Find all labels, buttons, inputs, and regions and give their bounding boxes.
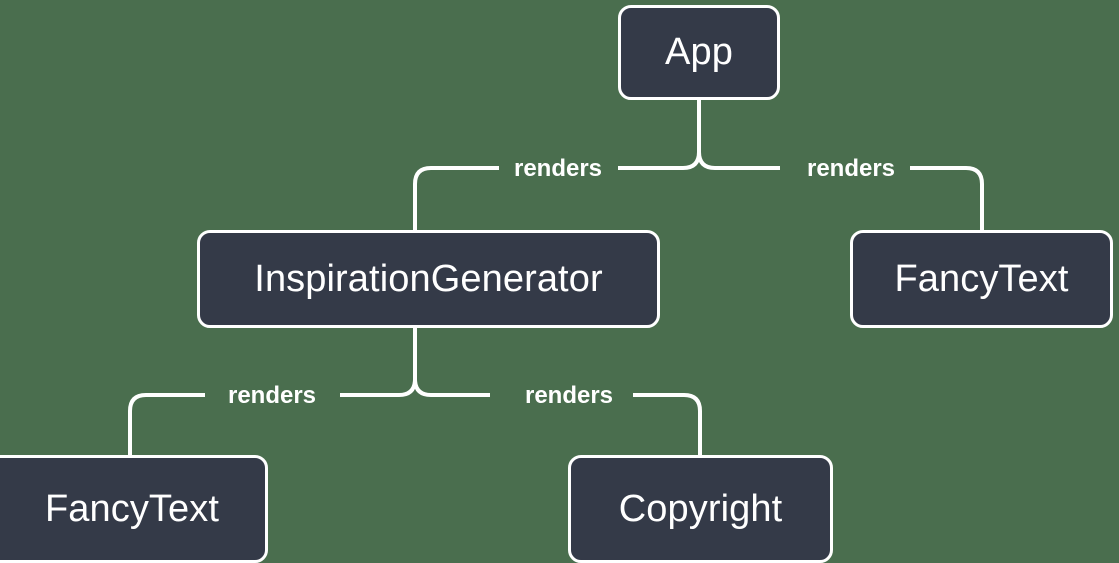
edge-label-app-to-inspiration-generator: renders <box>503 157 613 181</box>
edge-app-to-inspiration <box>413 166 499 230</box>
edge-app-tee-left <box>618 151 701 170</box>
node-app[interactable]: App <box>618 5 780 100</box>
edge-label-inspiration-generator-to-copyright: renders <box>514 384 624 408</box>
node-inspiration-generator[interactable]: InspirationGenerator <box>197 230 660 328</box>
node-fancytext-bottom[interactable]: FancyText <box>0 455 268 563</box>
node-fancytext-bottom-label: FancyText <box>44 487 220 530</box>
node-app-label: App <box>665 31 733 73</box>
edge-inspiration-to-fancytext <box>128 393 205 455</box>
edge-app-to-fancytext <box>910 166 984 230</box>
edge-inspiration-tee-left <box>340 378 417 397</box>
node-copyright[interactable]: Copyright <box>568 455 833 563</box>
edge-inspiration-to-copyright <box>633 393 702 455</box>
edge-inspiration-tee-right <box>413 378 490 397</box>
node-inspiration-generator-label: InspirationGenerator <box>254 257 603 300</box>
edge-label-app-to-fancytext: renders <box>796 157 906 181</box>
node-fancytext-right[interactable]: FancyText <box>850 230 1113 328</box>
node-copyright-label: Copyright <box>618 487 783 530</box>
edge-app-tee-right <box>697 151 780 170</box>
node-fancytext-right-label: FancyText <box>894 257 1069 300</box>
edge-label-inspiration-generator-to-fancytext: renders <box>217 384 327 408</box>
